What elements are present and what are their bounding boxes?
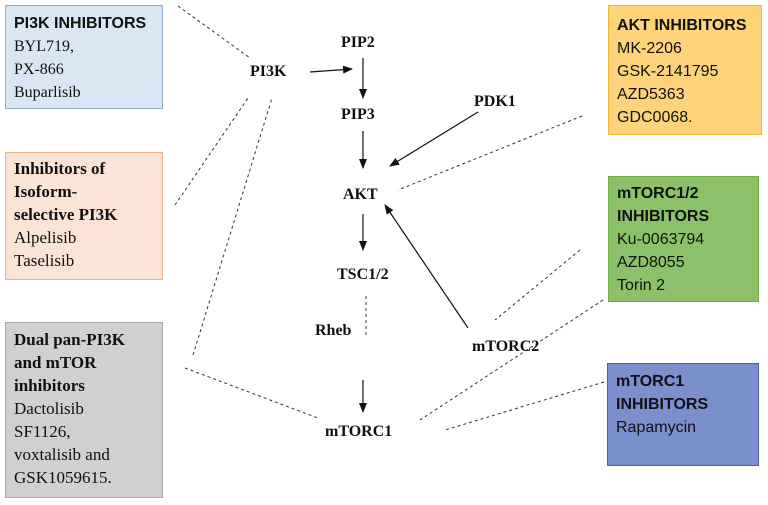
isoform-selective-box: Inhibitors of Isoform- selective PI3K Al…	[5, 152, 163, 280]
drug-item: Buparlisib	[14, 84, 81, 101]
box-title-line: mTORC1/2	[617, 185, 699, 202]
box-title-line: Inhibitors of	[14, 159, 106, 178]
dash-dual-to-mtorc1	[184, 367, 319, 419]
drug-item: Rapamycin	[616, 419, 697, 436]
drug-item: GDC0068.	[617, 109, 693, 126]
drug-item: MK-2206	[617, 40, 682, 57]
node-pi3k: PI3K	[250, 63, 287, 80]
node-tsc: TSC1/2	[337, 266, 389, 283]
drug-item: GSK1059615.	[14, 468, 112, 487]
pi3k-inhibitors-box: PI3K INHIBITORS BYL719, PX-866 Buparlisi…	[5, 5, 163, 109]
drug-item: Dactolisib	[14, 399, 84, 418]
arrow-mtorc2-to-akt	[384, 204, 469, 329]
drug-item: Torin 2	[617, 277, 666, 294]
box-title-line: INHIBITORS	[616, 396, 709, 413]
box-title-line: and mTOR	[14, 353, 97, 372]
dual-pan-inhibitors-box: Dual pan-PI3K and mTOR inhibitors Dactol…	[5, 322, 163, 498]
box-title: AKT INHIBITORS	[617, 17, 747, 34]
box-title: PI3K INHIBITORS	[14, 15, 147, 32]
drug-item: AZD5363	[617, 86, 685, 103]
drug-item: GSK-2141795	[617, 63, 719, 80]
drug-item: PX-866	[14, 61, 64, 78]
node-rheb: Rheb	[315, 322, 352, 339]
dash-akt-inhibitors-to-akt	[397, 115, 583, 191]
drug-item: voxtalisib and	[14, 445, 110, 464]
node-mtorc1: mTORC1	[325, 423, 393, 440]
box-title-line: INHIBITORS	[617, 208, 710, 225]
drug-item: Alpelisib	[14, 228, 77, 247]
node-mtorc2: mTORC2	[472, 338, 540, 355]
arrow-pi3k-to-pip2	[309, 65, 353, 74]
drug-item: Taselisib	[14, 251, 75, 270]
drug-item: AZD8055	[617, 254, 685, 271]
drug-item: SF1126,	[14, 422, 71, 441]
node-pdk1: PDK1	[474, 93, 516, 110]
box-title-line: selective PI3K	[14, 205, 118, 224]
dash-isoform-to-pi3k	[174, 97, 249, 206]
mtorc1-inhibitors-box: mTORC1 INHIBITORS Rapamycin	[607, 363, 759, 466]
arrow-pdk1-to-akt	[389, 111, 479, 167]
node-akt: AKT	[343, 186, 378, 203]
box-title-line: Dual pan-PI3K	[14, 330, 125, 349]
dash-mtorc1-inhibitors-to-mtorc1	[444, 381, 605, 431]
node-pip3: PIP3	[341, 106, 375, 123]
box-title-line: mTORC1	[616, 373, 685, 390]
akt-inhibitors-box: AKT INHIBITORS MK-2206 GSK-2141795 AZD53…	[608, 5, 762, 135]
dash-dual-to-pi3k	[192, 97, 273, 356]
mtorc12-inhibitors-box: mTORC1/2 INHIBITORS Ku-0063794 AZD8055 T…	[608, 176, 759, 302]
dash-pi3k-inhibitors-to-pi3k	[177, 5, 251, 59]
dash-mtorc12-to-mtorc2	[494, 249, 581, 321]
box-title-line: Isoform-	[14, 182, 78, 201]
drug-item: BYL719,	[14, 38, 74, 55]
box-title-line: inhibitors	[14, 376, 85, 395]
drug-item: Ku-0063794	[617, 231, 705, 248]
dash-mtorc12-to-mtorc1	[419, 299, 604, 421]
node-pip2: PIP2	[341, 34, 375, 51]
